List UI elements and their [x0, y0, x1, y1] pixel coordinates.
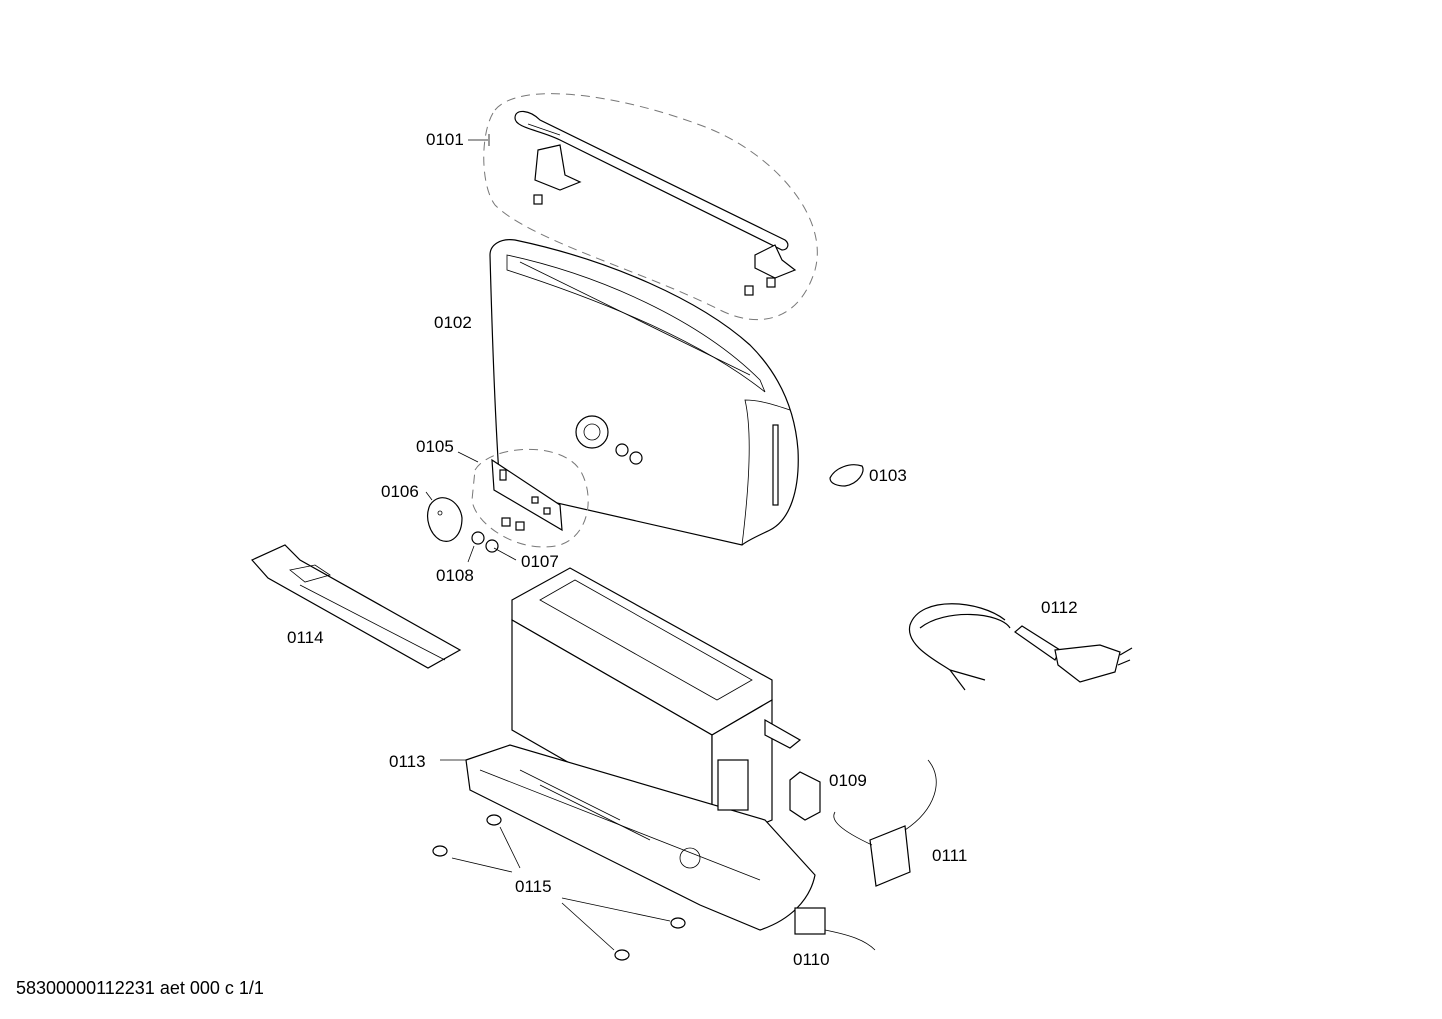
label-0102: 0102: [434, 313, 472, 332]
part-0115-feet: [432, 814, 686, 961]
leader-lines: [425, 134, 671, 951]
part-0102-housing-cover: [489, 239, 799, 546]
label-0111: 0111: [932, 846, 967, 865]
part-0112-power-cord: [908, 603, 1133, 691]
label-0114: 0114: [287, 628, 324, 647]
part-0106-knob-cap: [427, 497, 463, 542]
label-0112: 0112: [1041, 598, 1078, 617]
label-0103: 0103: [869, 466, 907, 485]
part-0113-chassis-base: [465, 567, 816, 931]
label-0106: 0106: [381, 482, 419, 501]
part-0114-crumb-tray: [251, 544, 462, 669]
label-0115: 0115: [515, 877, 552, 896]
label-0105: 0105: [416, 437, 454, 456]
label-0107: 0107: [521, 552, 559, 571]
part-0101-top-bracket: [483, 93, 818, 321]
drawing-reference-footer: 58300000112231 aet 000 c 1/1: [16, 978, 264, 998]
callout-labels: 0101 0102 0103 0105 0106 0107 0108 0109 …: [287, 130, 1078, 969]
label-0108: 0108: [436, 566, 474, 585]
part-0107-0108-buttons: [471, 531, 499, 553]
label-0113: 0113: [389, 752, 426, 771]
part-0105-control-board: [471, 448, 589, 548]
part-0110-relay: [794, 907, 876, 951]
part-0103-knob: [829, 464, 864, 487]
part-0109-clip: [789, 771, 821, 821]
part-0111-board: [833, 759, 937, 887]
label-0110: 0110: [793, 950, 830, 969]
label-0109: 0109: [829, 771, 867, 790]
label-0101: 0101: [426, 130, 464, 149]
